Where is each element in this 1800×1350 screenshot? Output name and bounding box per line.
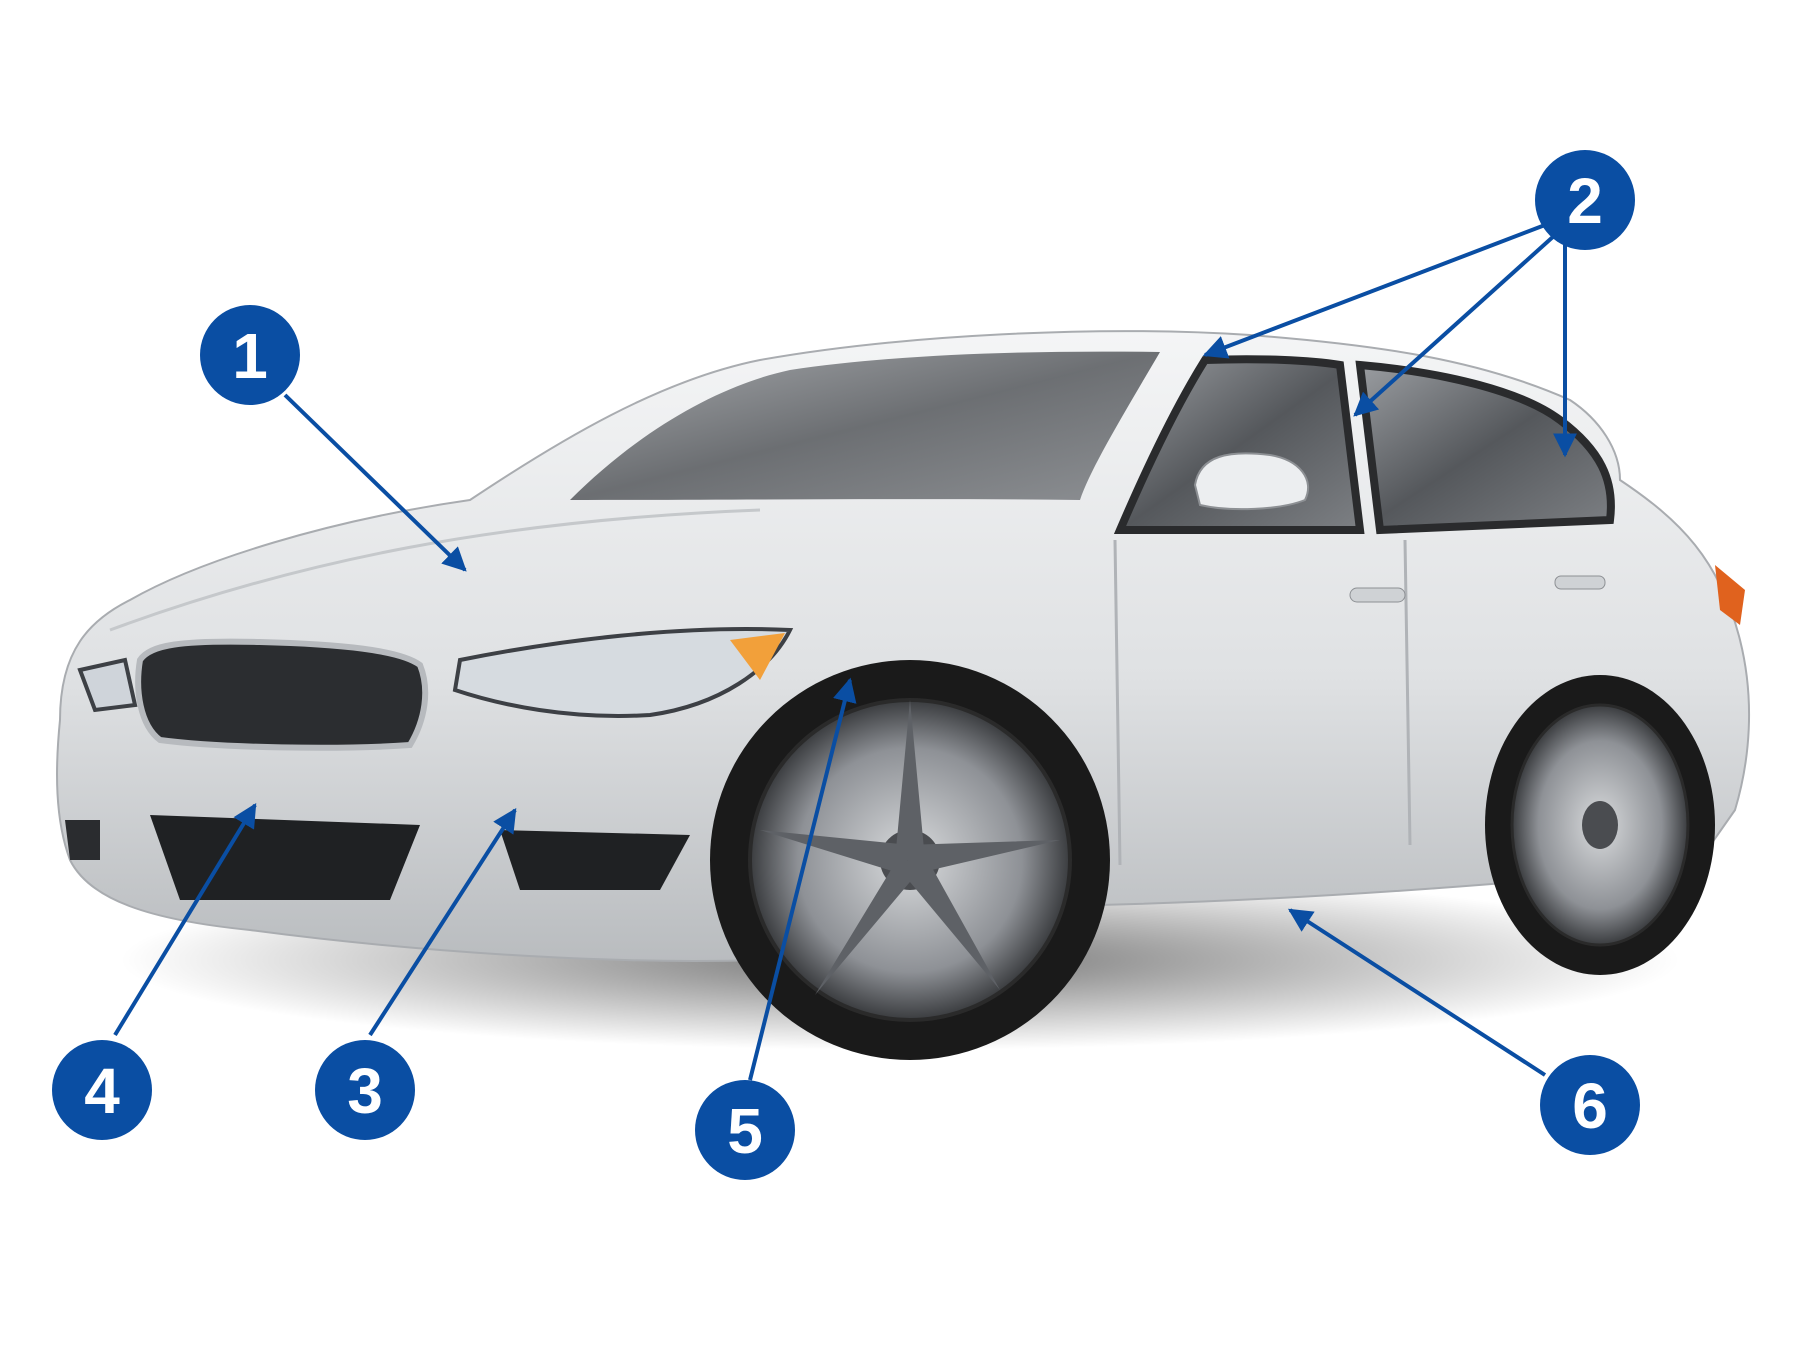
marker-6: 6 — [1540, 1055, 1640, 1155]
arrow-6 — [1287, 908, 1547, 1077]
marker-6-label: 6 — [1572, 1070, 1608, 1142]
tail-light — [1715, 565, 1745, 625]
rear-side-window — [1355, 360, 1615, 535]
fog-light-left — [65, 820, 100, 860]
marker-1-label: 1 — [232, 320, 268, 392]
side-mirror — [1193, 452, 1310, 511]
car-illustration — [56, 330, 1751, 1060]
turn-signal — [730, 633, 785, 680]
rear-wheel — [1485, 675, 1715, 975]
callout-arrows — [113, 223, 1577, 1081]
arrow-3 — [368, 807, 517, 1037]
marker-3-label: 3 — [347, 1055, 383, 1127]
arrow-2b — [1353, 233, 1557, 417]
marker-4-label: 4 — [84, 1055, 120, 1127]
marker-5: 5 — [695, 1080, 795, 1180]
side-air-intake — [500, 830, 690, 890]
front-wheel — [710, 660, 1110, 1060]
arrow-4 — [113, 802, 257, 1037]
left-headlight — [77, 657, 138, 713]
arrow-1 — [283, 393, 467, 572]
arrow-5 — [748, 677, 857, 1081]
marker-2-label: 2 — [1567, 165, 1603, 237]
marker-2: 2 — [1535, 150, 1635, 250]
marker-1: 1 — [200, 305, 300, 405]
kidney-grille — [135, 638, 429, 751]
front-door-handle — [1349, 587, 1406, 603]
marker-4: 4 — [52, 1040, 152, 1140]
marker-5-label: 5 — [727, 1095, 763, 1167]
rear-door-handle — [1554, 575, 1606, 590]
right-headlight — [452, 627, 794, 718]
marker-3: 3 — [315, 1040, 415, 1140]
windshield — [570, 351, 1160, 500]
arrow-2a — [1202, 223, 1546, 359]
door-line-rear — [1403, 539, 1412, 846]
center-air-intake — [150, 815, 420, 900]
door-line — [1113, 539, 1122, 866]
hood-line — [109, 508, 761, 632]
